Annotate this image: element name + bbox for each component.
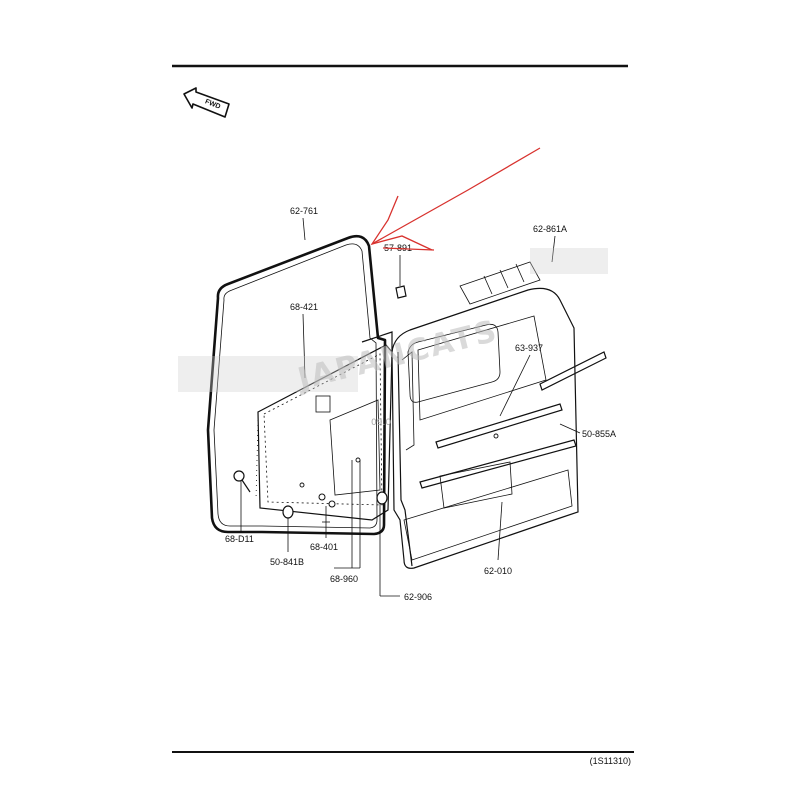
label-62-761: 62-761 — [290, 206, 318, 216]
hardware-parts — [233, 285, 499, 519]
label-50-841B: 50-841B — [270, 557, 304, 567]
label-62-010: 62-010 — [484, 566, 512, 576]
label-68-D11: 68-D11 — [225, 534, 254, 544]
red-annotation-arrow — [370, 147, 541, 251]
label-50-855A: 50-855A — [582, 429, 616, 439]
label-63-937: 63-937 — [515, 343, 543, 353]
label-62-861A: 62-861A — [533, 224, 567, 234]
label-68-421: 68-421 — [290, 302, 318, 312]
fwd-arrow-icon: FWD — [183, 87, 230, 118]
watermark-date: 09.0 — [371, 418, 391, 428]
leader-lines — [240, 217, 581, 597]
door-panel-62-010 — [391, 261, 607, 569]
trim-board-68-421 — [255, 331, 393, 521]
label-68-401: 68-401 — [310, 542, 338, 552]
label-68-960: 68-960 — [330, 574, 358, 584]
watermark-text: JAPANCATS — [293, 314, 502, 398]
label-62-906: 62-906 — [404, 592, 432, 602]
weatherstrip-62-761 — [206, 234, 387, 536]
page-code: (1S11310) — [590, 756, 631, 766]
